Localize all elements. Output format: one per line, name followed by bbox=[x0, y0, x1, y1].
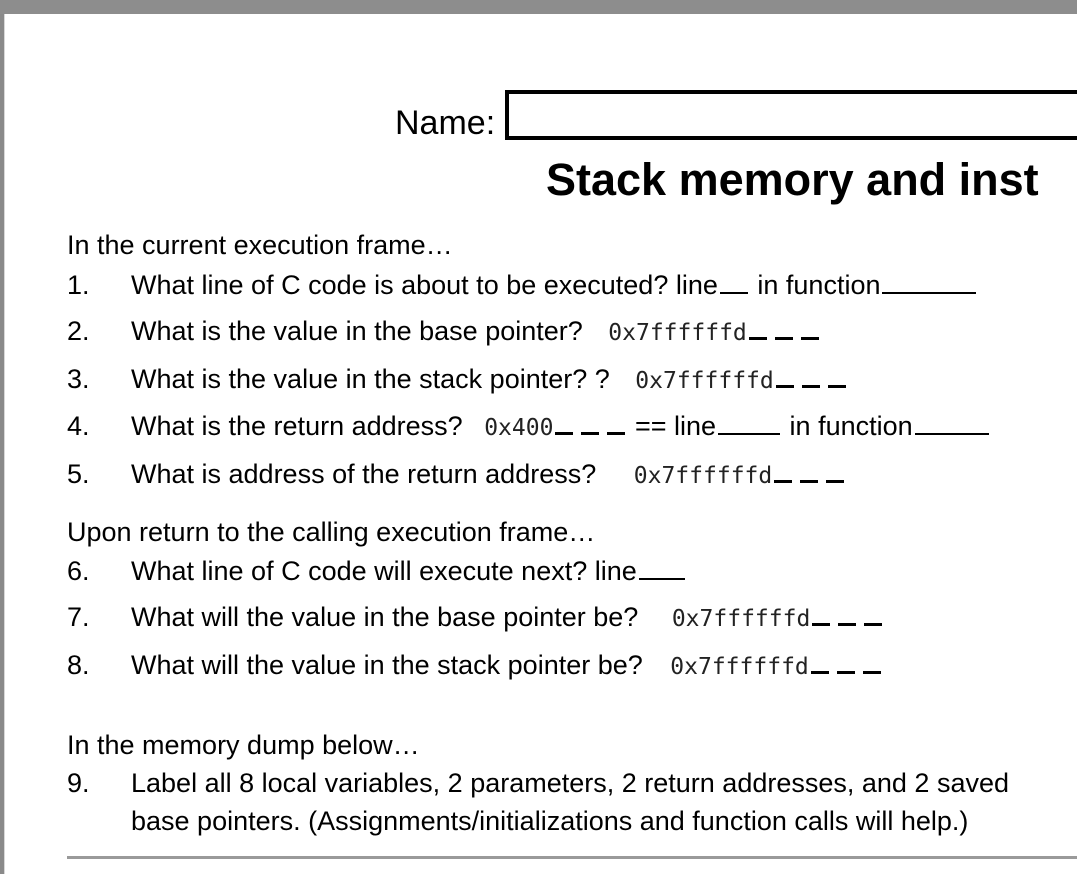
question-1-line-blank bbox=[719, 291, 748, 294]
question-number: 8. bbox=[67, 650, 90, 680]
question-7-text: What will the value in the base pointer … bbox=[131, 602, 639, 632]
question-5-hex-blank bbox=[774, 480, 847, 483]
question-6: What line of C code will execute next? l… bbox=[131, 556, 687, 587]
name-input-box[interactable] bbox=[505, 90, 1077, 140]
question-number: 6. bbox=[67, 556, 90, 586]
question-2-hex: 0x7ffffffd bbox=[608, 320, 747, 346]
question-2-text: What is the value in the base pointer? bbox=[131, 316, 583, 346]
question-1-text: What line of C code is about to be execu… bbox=[131, 270, 718, 300]
section-memory-dump: In the memory dump below… bbox=[67, 730, 420, 760]
page-title: Stack memory and inst bbox=[546, 154, 1039, 205]
section-divider bbox=[67, 856, 1077, 859]
question-5: What is address of the return address? 0… bbox=[131, 459, 847, 490]
question-3: What is the value in the stack pointer? … bbox=[131, 364, 848, 395]
document-page: Name: Stack memory and inst In the curre… bbox=[4, 14, 1077, 874]
question-4-line-blank bbox=[718, 432, 781, 435]
question-4-hex: 0x400 bbox=[484, 415, 554, 441]
question-8: What will the value in the stack pointer… bbox=[131, 650, 883, 681]
question-4-hex-blank bbox=[555, 432, 628, 435]
question-9-line-2: base pointers. (Assignments/initializati… bbox=[131, 806, 969, 836]
question-number: 7. bbox=[67, 602, 90, 632]
question-5-hex: 0x7ffffffd bbox=[633, 463, 773, 489]
question-6-text: What line of C code will execute next? l… bbox=[131, 556, 637, 586]
question-number: 3. bbox=[67, 364, 90, 394]
question-5-text: What is address of the return address? bbox=[131, 459, 597, 489]
question-7-hex-blank bbox=[812, 623, 885, 626]
question-1-function-blank bbox=[882, 291, 977, 294]
question-number: 4. bbox=[67, 411, 90, 441]
question-1: What line of C code is about to be execu… bbox=[131, 270, 978, 301]
question-3-hex-blank bbox=[775, 385, 848, 388]
question-number: 2. bbox=[67, 316, 90, 346]
question-7-hex: 0x7ffffffd bbox=[671, 606, 811, 632]
question-3-hex: 0x7ffffffd bbox=[635, 368, 774, 394]
section-current-frame: In the current execution frame… bbox=[67, 230, 453, 260]
name-label: Name: bbox=[395, 104, 496, 142]
question-3-text: What is the value in the stack pointer? … bbox=[131, 364, 610, 394]
window-top-bar bbox=[0, 0, 1077, 14]
question-number: 1. bbox=[67, 270, 90, 300]
question-6-line-blank bbox=[638, 577, 685, 580]
question-4-line-label: == line bbox=[634, 411, 717, 441]
question-8-hex: 0x7ffffffd bbox=[670, 654, 809, 680]
question-2-hex-blank bbox=[748, 337, 821, 340]
question-4-text: What is the return address? bbox=[131, 411, 463, 441]
section-upon-return: Upon return to the calling execution fra… bbox=[67, 517, 596, 547]
question-4-function-label: in function bbox=[789, 411, 913, 441]
question-number: 9. bbox=[67, 768, 90, 798]
question-4-function-blank bbox=[914, 432, 989, 435]
question-1-function-label: in function bbox=[757, 270, 881, 300]
question-4: What is the return address? 0x400 == lin… bbox=[131, 411, 991, 442]
question-8-hex-blank bbox=[810, 671, 883, 674]
question-number: 5. bbox=[67, 459, 90, 489]
question-8-text: What will the value in the stack pointer… bbox=[131, 650, 643, 680]
question-9-line-1: Label all 8 local variables, 2 parameter… bbox=[131, 768, 1010, 798]
question-2: What is the value in the base pointer? 0… bbox=[131, 316, 821, 347]
question-7: What will the value in the base pointer … bbox=[131, 602, 885, 633]
